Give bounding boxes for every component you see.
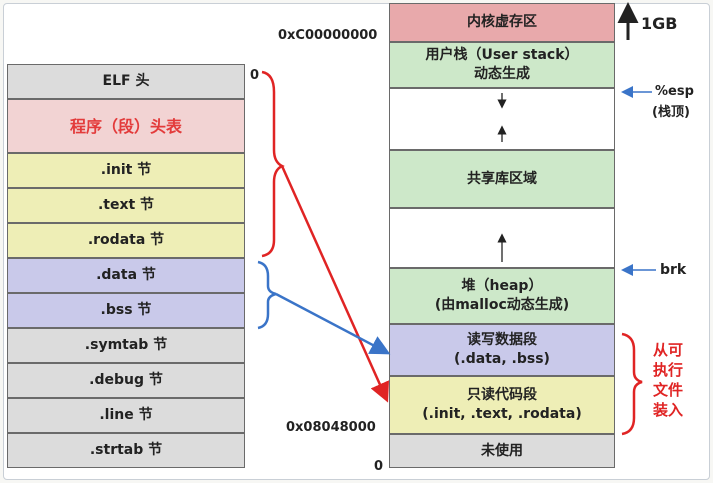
debug-section-label: .debug 节 (89, 372, 163, 388)
user-stack-label: 用户栈（User stack） 动态生成 (425, 47, 579, 82)
size-1gb-label: 1GB (641, 14, 678, 33)
kernel-start-address: 0xC00000000 (278, 28, 378, 43)
text-section-box: .text 节 (7, 188, 245, 223)
stack-growth-gap (389, 88, 615, 150)
zero-offset-left: 0 (250, 68, 260, 83)
program-header-table-box: 程序（段）头表 (7, 99, 245, 153)
strtab-section-box: .strtab 节 (7, 433, 245, 468)
line-section-label: .line 节 (99, 407, 153, 423)
unused-region-label: 未使用 (481, 442, 523, 459)
rodata-section-label: .rodata 节 (87, 232, 165, 248)
ro-code-segment-box: 只读代码段 (.init, .text, .rodata) (389, 376, 615, 434)
ro-code-segment-label: 只读代码段 (.init, .text, .rodata) (422, 387, 582, 422)
symtab-section-box: .symtab 节 (7, 328, 245, 363)
rw-data-segment-box: 读写数据段 (.data, .bss) (389, 324, 615, 376)
user-stack-box: 用户栈（User stack） 动态生成 (389, 42, 615, 88)
init-section-label: .init 节 (100, 162, 152, 178)
load-from-executable-note: 从可 执行 文件 装入 (652, 341, 683, 419)
kernel-region-box: 内核虚存区 (389, 3, 615, 42)
kernel-region-label: 内核虚存区 (467, 14, 537, 30)
zero-address-right: 0 (374, 459, 384, 474)
symtab-section-label: .symtab 节 (84, 337, 168, 353)
rw-data-segment-label: 读写数据段 (.data, .bss) (454, 332, 550, 367)
shared-library-box: 共享库区域 (389, 150, 615, 208)
unused-region-box: 未使用 (389, 434, 615, 468)
bss-section-box: .bss 节 (7, 293, 245, 328)
elf-header-label: ELF 头 (102, 73, 150, 89)
shared-library-label: 共享库区域 (467, 170, 537, 187)
esp-note: (栈顶) (652, 105, 690, 120)
bss-section-label: .bss 节 (100, 302, 152, 318)
heap-growth-gap (389, 208, 615, 268)
data-section-box: .data 节 (7, 258, 245, 293)
text-section-label: .text 节 (97, 197, 155, 213)
heap-box: 堆（heap） (由malloc动态生成) (389, 268, 615, 324)
brk-label: brk (660, 262, 687, 278)
debug-section-box: .debug 节 (7, 363, 245, 398)
strtab-section-label: .strtab 节 (89, 442, 163, 458)
line-section-box: .line 节 (7, 398, 245, 433)
esp-label: %esp (655, 84, 694, 99)
init-section-box: .init 节 (7, 153, 245, 188)
rodata-section-box: .rodata 节 (7, 223, 245, 258)
data-section-label: .data 节 (96, 267, 156, 283)
code-start-address: 0x08048000 (286, 420, 376, 435)
program-header-table-label: 程序（段）头表 (69, 116, 182, 136)
elf-header-box: ELF 头 (7, 64, 245, 99)
heap-label: 堆（heap） (由malloc动态生成) (434, 278, 570, 313)
